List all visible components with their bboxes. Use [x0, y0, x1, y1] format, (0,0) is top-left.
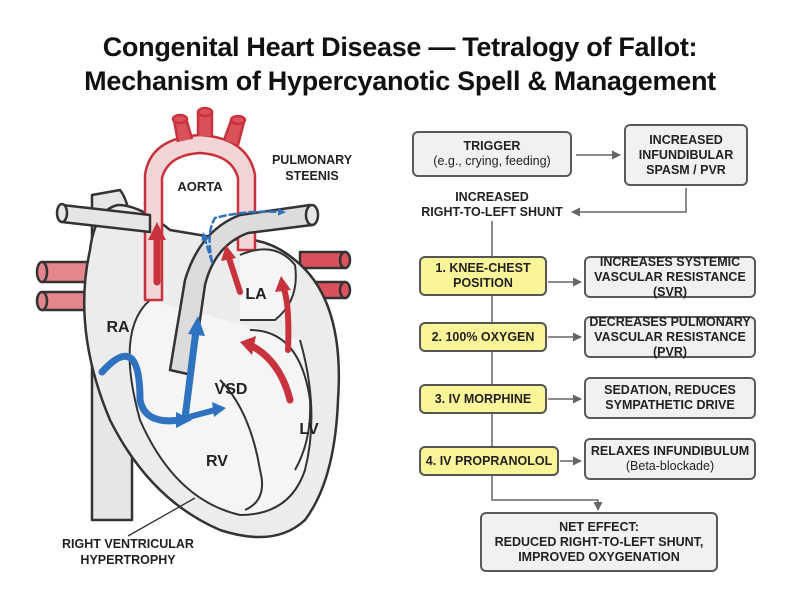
pulmonary-vein-upper: [298, 250, 347, 270]
step-morphine-box: 3. IV MORPHINE: [419, 384, 547, 414]
net-effect-line-1: NET EFFECT:: [559, 519, 639, 534]
heart-labels: AORTA PULMONARY STEENIS LA RA VSD LV RV …: [62, 153, 353, 567]
label-rvh-2: HYPERTROPHY: [80, 553, 176, 567]
step-1-line-1: 1. KNEE-CHEST: [435, 261, 531, 275]
shunt-line-2: RIGHT-TO-LEFT SHUNT: [421, 205, 563, 219]
step-propranolol-box: 4. IV PROPRANOLOL: [419, 446, 559, 476]
label-pulmonary-2: STEENIS: [285, 169, 339, 183]
infundibular-line-2: INFUNDIBULAR: [638, 147, 734, 162]
label-vsd: VSD: [215, 381, 248, 398]
net-effect-box: NET EFFECT: REDUCED RIGHT-TO-LEFT SHUNT,…: [480, 512, 718, 572]
net-effect-line-2: REDUCED RIGHT-TO-LEFT SHUNT,: [494, 534, 704, 549]
step-4-line-1: 4. IV PROPRANOLOL: [425, 453, 553, 468]
net-effect-line-3: IMPROVED OXYGENATION: [518, 549, 680, 564]
effect-4-line-1: RELAXES INFUNDIBULUM: [590, 444, 750, 458]
effect-1-line-1: INCREASES SYSTEMIC: [599, 254, 741, 269]
step-1-line-2: POSITION: [453, 276, 513, 290]
trigger-box: TRIGGER (e.g., crying, feeding): [412, 131, 572, 177]
trigger-subtitle: (e.g., crying, feeding): [433, 154, 551, 168]
step-3-line-1: 3. IV MORPHINE: [434, 391, 532, 406]
effect-3-line-1: SEDATION, REDUCES: [604, 383, 736, 397]
blue-arrow-up: [181, 326, 200, 422]
effect-3-line-2: SYMPATHETIC DRIVE: [605, 398, 735, 412]
rvh-leader-line: [127, 497, 196, 537]
title-line-1: Congenital Heart Disease — Tetralogy of …: [102, 32, 698, 62]
increased-shunt-label: INCREASED RIGHT-TO-LEFT SHUNT: [412, 190, 572, 220]
effect-4-line-2: (Beta-blockade): [625, 459, 715, 473]
label-ra: RA: [106, 319, 130, 336]
step-knee-chest-box: 1. KNEE-CHEST POSITION: [419, 256, 547, 296]
step-2-line-1: 2. 100% OXYGEN: [431, 329, 535, 344]
blood-flow-arrows: [98, 207, 294, 428]
red-arrow-lv: [246, 341, 294, 404]
label-aorta: AORTA: [177, 179, 223, 194]
effect-sedation-box: SEDATION, REDUCES SYMPATHETIC DRIVE: [584, 377, 756, 419]
trigger-title: TRIGGER: [463, 139, 521, 153]
la-chamber: [239, 248, 297, 321]
blue-arrow-ra: [98, 352, 184, 425]
infundibular-line-3: SPASM / PVR: [646, 162, 726, 177]
red-arrow-upper: [225, 252, 243, 295]
effect-2-line-1: DECREASES PULMONARY: [589, 314, 751, 329]
effect-svr-box: INCREASES SYSTEMIC VASCULAR RESISTANCE (…: [584, 254, 756, 299]
shunt-line-1: INCREASED: [455, 190, 529, 204]
label-pulmonary-1: PULMONARY: [272, 153, 353, 167]
effect-pvr-box: DECREASES PULMONARY VASCULAR RESISTANCE …: [584, 314, 756, 359]
diagram-title: Congenital Heart Disease — Tetralogy of …: [0, 30, 800, 98]
blue-arrow-vsd: [182, 407, 218, 421]
lv-wall: [249, 329, 312, 471]
label-lv: LV: [299, 421, 319, 438]
step-oxygen-box: 2. 100% OXYGEN: [419, 322, 547, 352]
effect-beta-blockade-box: RELAXES INFUNDIBULUM (Beta-blockade): [584, 438, 756, 480]
label-la: LA: [245, 286, 267, 303]
blue-dashed-flow: [208, 207, 286, 264]
effect-2-line-2: VASCULAR RESISTANCE (PVR): [594, 329, 746, 359]
title-line-2: Mechanism of Hypercyanotic Spell & Manag…: [84, 66, 716, 96]
flowchart-connectors: [491, 150, 687, 511]
effect-1-line-2: VASCULAR RESISTANCE (SVR): [594, 269, 746, 299]
infundibular-spasm-box: INCREASED INFUNDIBULAR SPASM / PVR: [624, 124, 748, 186]
label-rv: RV: [206, 453, 228, 470]
septum: [219, 379, 264, 511]
infundibular-line-1: INCREASED: [649, 132, 723, 147]
label-rvh-1: RIGHT VENTRICULAR: [62, 537, 194, 551]
